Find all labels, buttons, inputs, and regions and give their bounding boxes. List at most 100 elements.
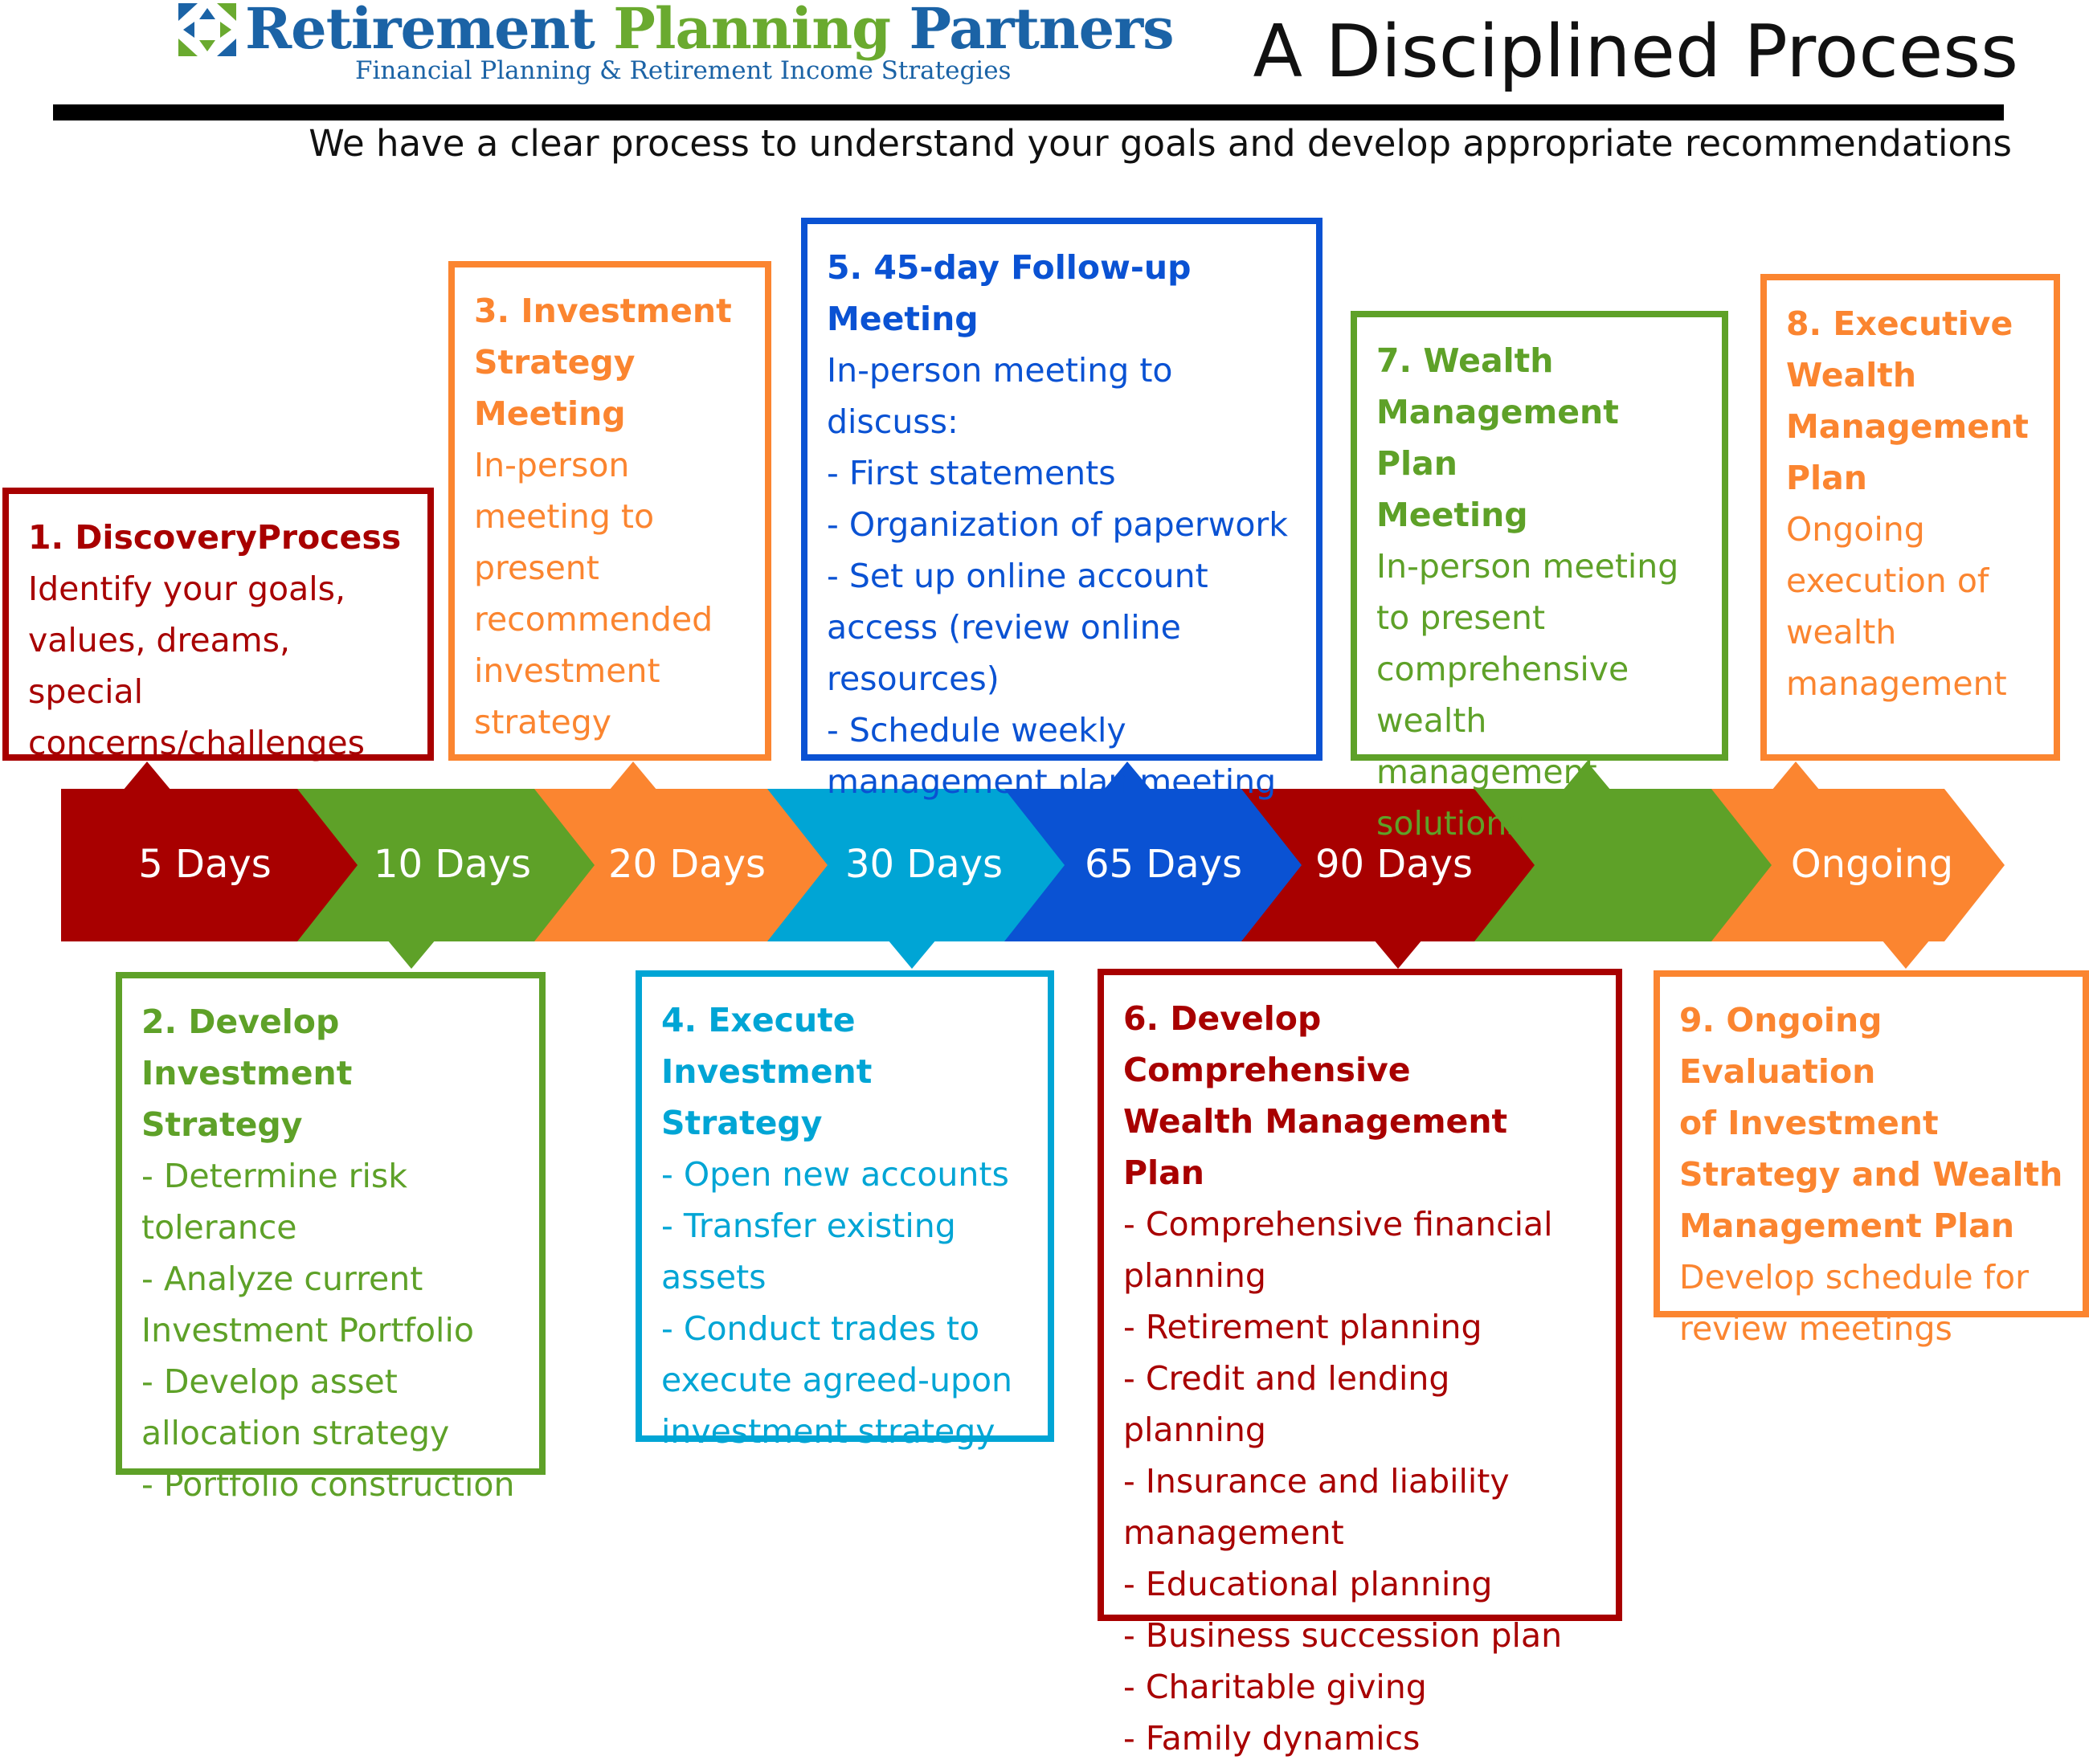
header-divider [53,104,2004,120]
step-7-pointer [1563,762,1611,790]
timeline-label-5: 65 Days [1085,842,1242,887]
step-6-title-line: Wealth Management Plan [1123,1102,1508,1192]
step-9-pointer [1882,940,1930,969]
step-7-title-line: Management Plan [1376,393,1619,483]
step-7-detail-line: wealth management [1376,701,1597,791]
timeline-label-1: 5 Days [138,842,272,887]
step-6-detail-line: - Comprehensive financial [1123,1205,1553,1243]
step-7-title-line: 7. Wealth [1376,341,1554,380]
logo-icon [178,3,236,56]
step-3-title-line: 3. Investment [474,292,732,330]
step-8-title-line: Plan [1786,459,1867,497]
step-9-title-line: of Investment [1679,1104,1939,1142]
step-9-title-line: Management Plan [1679,1207,2015,1245]
step-2-detail-line: - Analyze current [141,1260,423,1298]
step-4-detail-line: execute agreed-upon [661,1361,1013,1399]
brand-tagline: Financial Planning & Retirement Income S… [355,56,1012,85]
step-1-detail-line: values, dreams, special [28,621,291,711]
step-2-title-line: Investment Strategy [141,1054,353,1144]
step-3-detail-line: present [474,549,599,587]
step-4-title-line: Investment Strategy [661,1052,873,1142]
step-9-detail-line: review meetings [1679,1309,1952,1348]
step-7-title-line: Meeting [1376,496,1528,534]
step-4-detail-line: - Transfer existing [661,1207,956,1245]
step-4-detail-line: investment strategy [661,1412,995,1451]
step-6-detail-line: - Insurance and liability [1123,1462,1510,1501]
step-8-detail-line: management [1786,664,2007,703]
brand-name: Retirement Planning Partners [245,0,1175,62]
step-9-title-line: Strategy and Wealth [1679,1155,2063,1194]
step-5-detail-line: management plan meeting [827,762,1277,801]
brand-name-part2: Planning [613,0,891,62]
step-5-detail-line: resources) [827,659,1000,698]
step-7-detail-line: In-person meeting [1376,547,1679,586]
step-3-detail-line: investment [474,651,660,690]
step-8-title-line: 8. Executive [1786,304,2013,343]
step-6-detail-line: - Charitable giving [1123,1668,1427,1706]
step-5-detail-line: In-person meeting to discuss: [827,351,1173,441]
step-2-detail-line: allocation strategy [141,1414,450,1452]
step-8-title-line: Wealth [1786,356,1917,394]
brand-name-part3: Partners [909,0,1174,62]
step-2-detail-line: tolerance [141,1208,297,1247]
step-5-detail-line: - Organization of paperwork [827,505,1288,544]
timeline-label-8: Ongoing [1791,842,1953,887]
brand-name-part1: Retirement [245,0,595,62]
step-6-detail-line: - Business succession plan [1123,1616,1563,1655]
step-8-detail-line: execution of [1786,561,1989,600]
step-6-detail-line: management [1123,1513,1344,1552]
step-1-detail-line: Identify your goals, [28,570,346,608]
step-5-pointer [1103,762,1151,790]
step-2-pointer [387,940,435,969]
step-8-title-line: Management [1786,407,2029,446]
step-9-detail-line: Develop schedule for [1679,1258,2029,1296]
step-6-detail-line: planning [1123,1256,1266,1295]
step-1-detail-line: concerns/challenges [28,724,365,762]
step-1-title-line: 1. DiscoveryProcess [28,518,402,557]
step-3-title-line: Meeting [474,394,626,433]
step-2-detail-line: Investment Portfolio [141,1311,474,1350]
step-5-detail-line: - Schedule weekly [827,711,1126,749]
step-5-detail-line: - Set up online account [827,557,1208,595]
step-7-detail-line: comprehensive [1376,650,1629,688]
timeline-segment-1 [61,789,358,941]
timeline-label-3: 20 Days [608,842,766,887]
page-title: A Disciplined Process [1253,10,2018,94]
step-8-pointer [1772,762,1820,790]
step-8-detail-line: Ongoing [1786,510,1925,549]
step-6-detail-line: - Educational planning [1123,1565,1493,1603]
step-5-detail-line: - First statements [827,454,1116,492]
page-subtitle: We have a clear process to understand yo… [309,122,2012,165]
timeline-label-4: 30 Days [845,842,1003,887]
step-4-detail-line: - Conduct trades to [661,1309,980,1348]
step-2-detail-line: - Develop asset [141,1362,398,1401]
step-3-detail-line: meeting to [474,497,655,536]
step-8-detail-line: wealth [1786,613,1897,651]
step-3-detail-line: In-person [474,446,630,484]
step-3-pointer [609,762,657,790]
step-4-title-line: 4. Execute [661,1001,856,1039]
step-4-detail-line: - Open new accounts [661,1155,1009,1194]
step-5-detail-line: access (review online [827,608,1181,647]
step-6-detail-line: - Credit and lending planning [1123,1359,1450,1449]
step-1-pointer [123,762,171,790]
step-2-title-line: 2. Develop [141,1002,340,1041]
step-9-title-line: 9. Ongoing Evaluation [1679,1001,1883,1091]
step-3-title-line: Strategy [474,343,636,382]
step-6-title-line: 6. Develop Comprehensive [1123,999,1411,1089]
step-2-detail-line: - Portfolio construction [141,1465,515,1504]
timeline-label-2: 10 Days [374,842,531,887]
step-7-detail-line: to present [1376,598,1546,637]
step-3-detail-line: strategy [474,703,612,741]
step-5-title-line: Meeting [827,300,979,338]
step-6-detail-line: - Family dynamics [1123,1719,1421,1758]
